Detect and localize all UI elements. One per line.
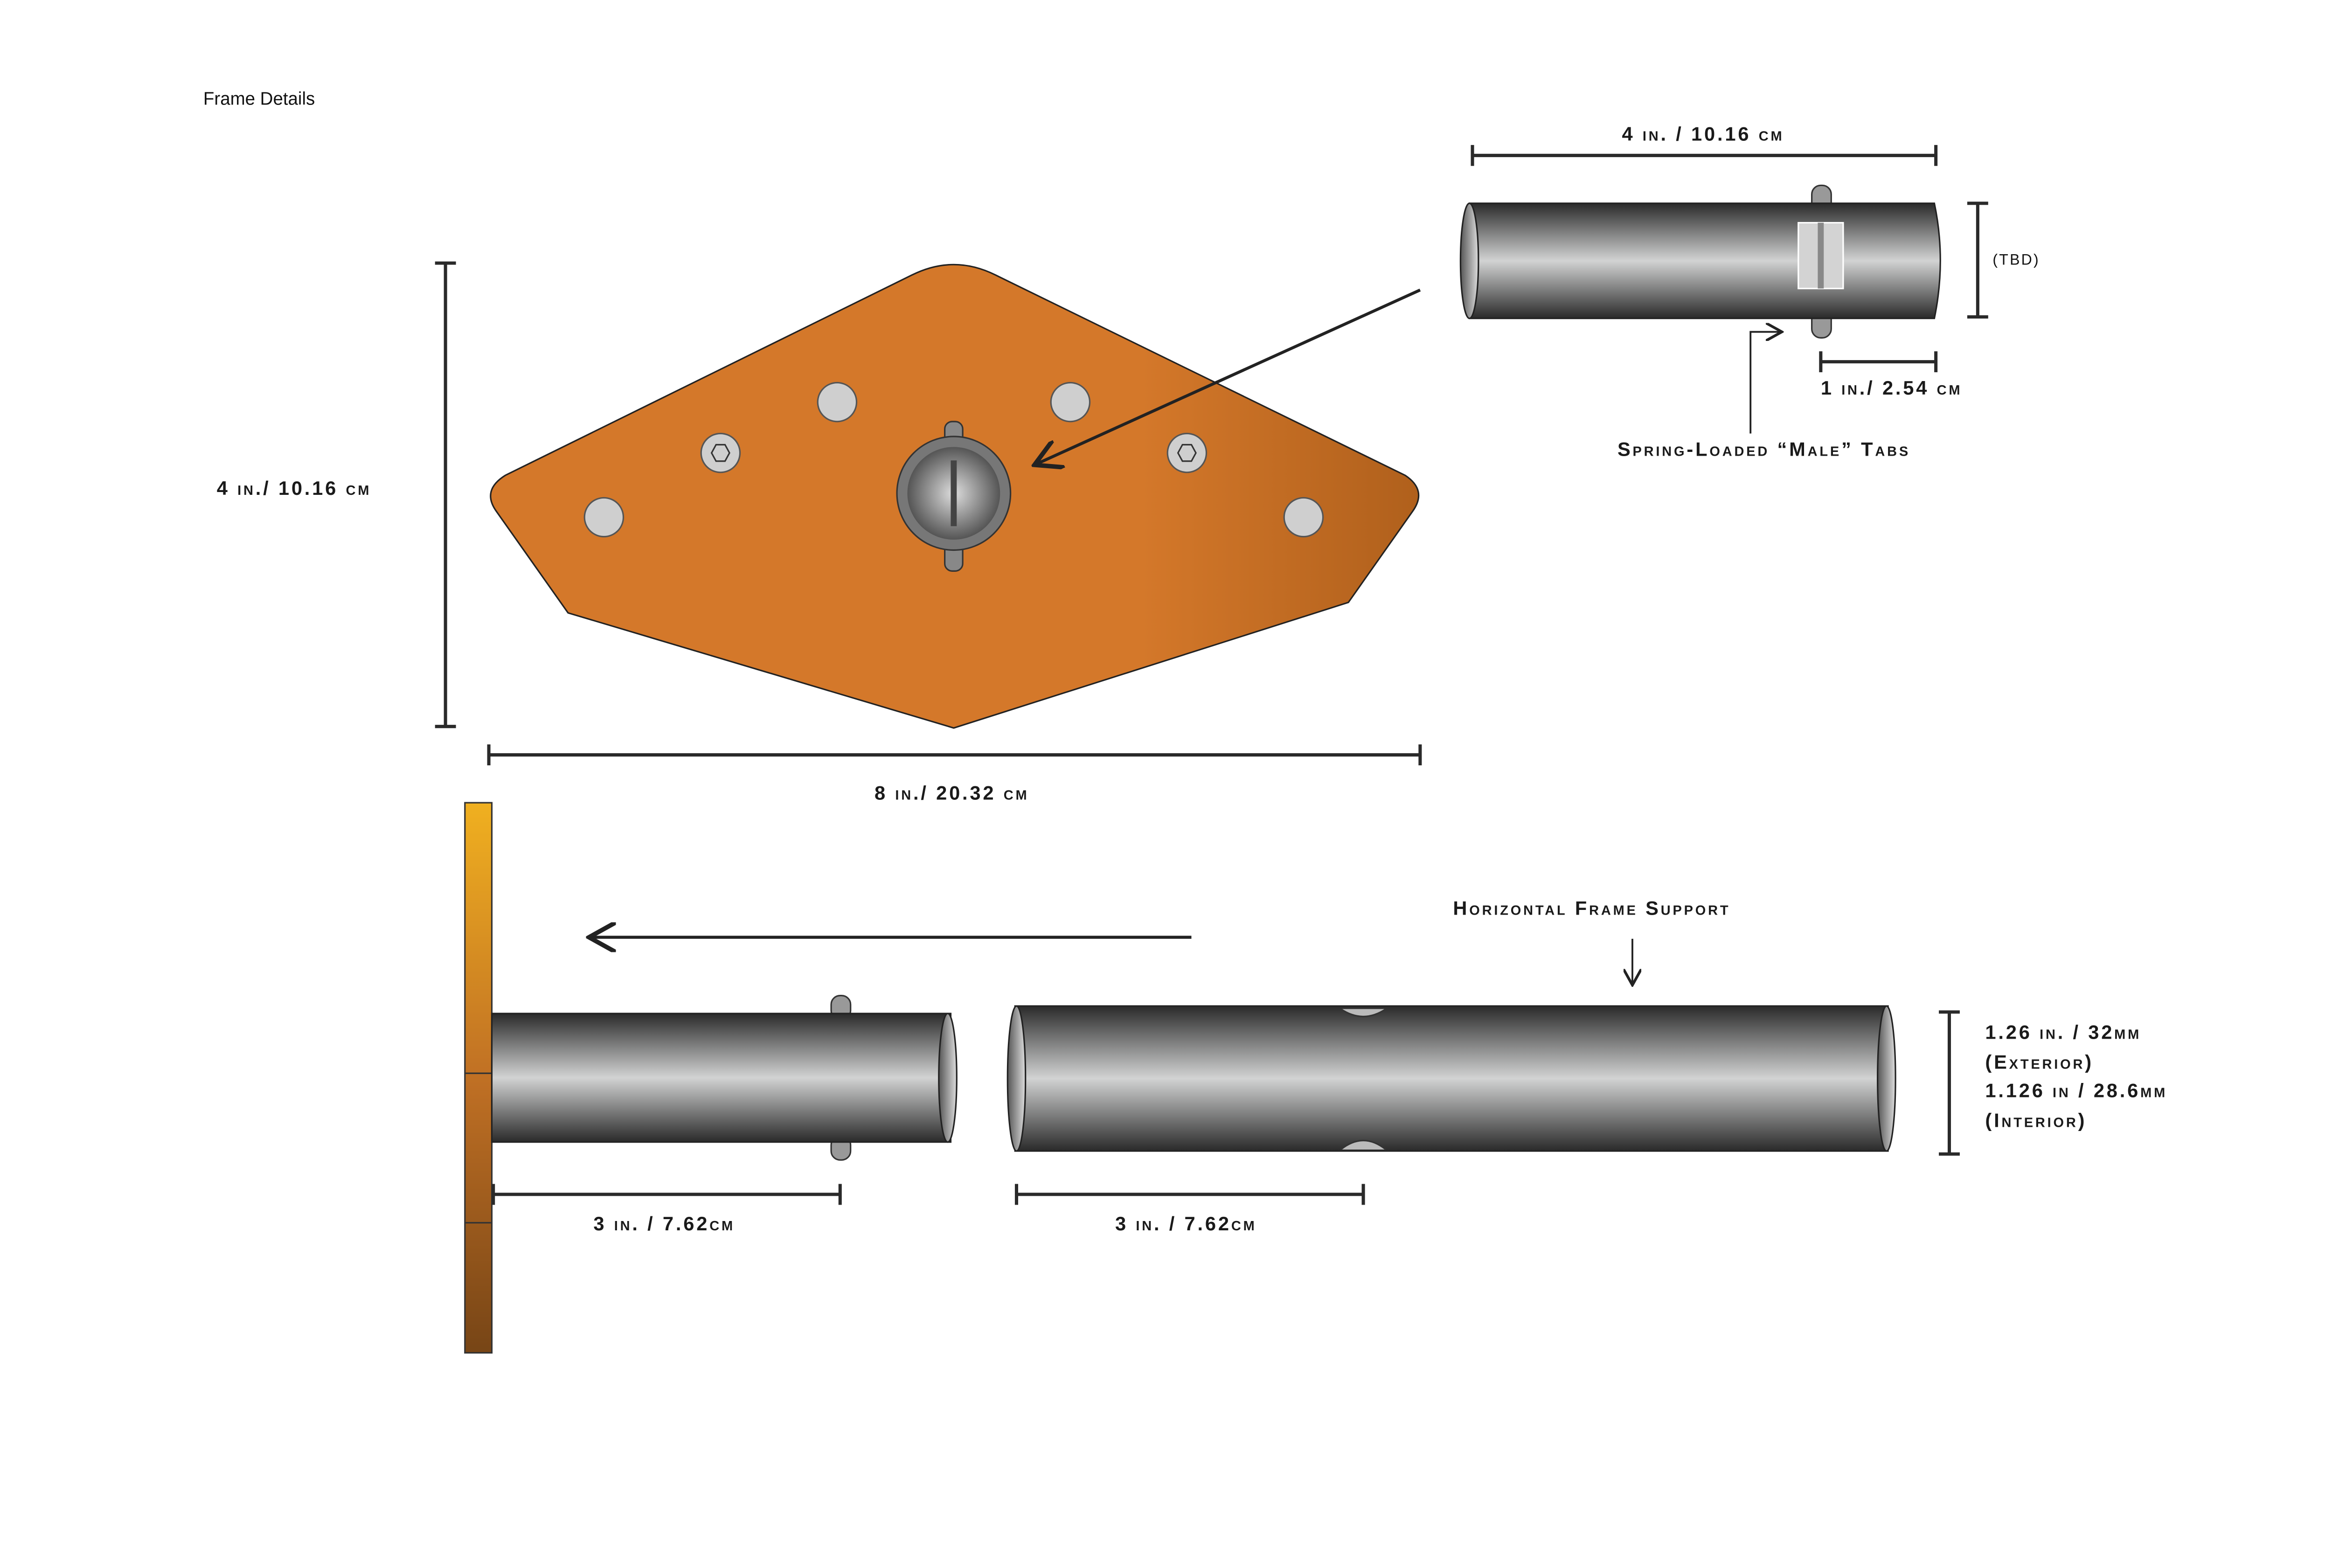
horizontal-frame-support-tube bbox=[1006, 1005, 1896, 1152]
interior-diameter-label: 1.126 in / 28.6mm bbox=[1985, 1080, 2167, 1102]
male-tube-length-label: 4 in. / 10.16 cm bbox=[1622, 123, 1784, 145]
bolt-hole bbox=[1283, 497, 1324, 538]
insert-length-label: 3 in. / 7.62cm bbox=[593, 1213, 735, 1235]
male-tube bbox=[1459, 184, 1941, 339]
plate-width-label: 8 in./ 20.32 cm bbox=[874, 782, 1029, 804]
socket-length-label: 3 in. / 7.62cm bbox=[1115, 1213, 1257, 1235]
hex-bolt-icon bbox=[700, 432, 741, 473]
support-callout-label: Horizontal Frame Support bbox=[1453, 897, 1730, 919]
tabs-callout-label: Spring-Loaded “Male” Tabs bbox=[1617, 438, 1910, 460]
page-title: Frame Details bbox=[203, 89, 315, 109]
frame-post bbox=[464, 802, 493, 1354]
bolt-hole bbox=[1050, 382, 1091, 423]
frame-details-diagram: Frame Details 4 in./ 10.16 cm 8 in./ 20.… bbox=[203, 89, 2167, 1354]
plate-width-dimension bbox=[487, 744, 1422, 766]
mounting-plate bbox=[490, 264, 1420, 729]
bolt-hole bbox=[583, 497, 625, 538]
bolt-hole bbox=[817, 382, 858, 423]
plate-height-dimension bbox=[435, 261, 456, 728]
male-tube-diameter-label: (TBD) bbox=[1992, 251, 2040, 268]
insert-arrow bbox=[1034, 288, 1421, 465]
plate-height-label: 4 in./ 10.16 cm bbox=[217, 477, 372, 499]
hex-bolt-icon bbox=[1166, 432, 1208, 473]
exterior-diameter-label: 1.26 in. / 32mm bbox=[1985, 1021, 2141, 1043]
insert-tube bbox=[491, 995, 958, 1161]
interior-note: (Interior) bbox=[1985, 1110, 2087, 1131]
tab-offset-label: 1 in./ 2.54 cm bbox=[1821, 377, 1963, 399]
exterior-note: (Exterior) bbox=[1985, 1051, 2094, 1073]
